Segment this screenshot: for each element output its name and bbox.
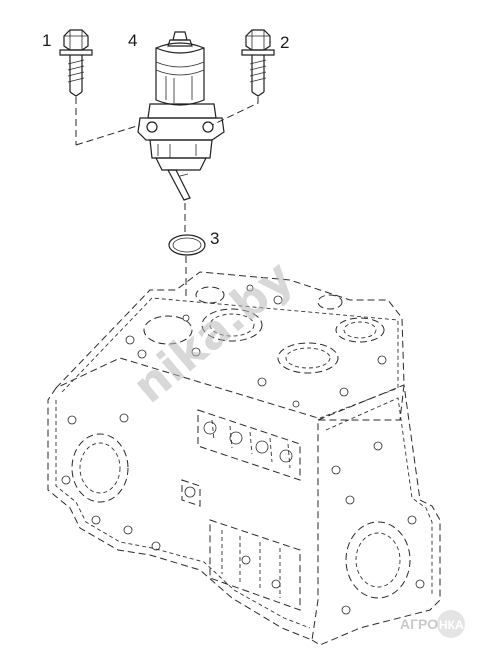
engine-block: [47, 271, 441, 646]
watermark: nika.by: [122, 250, 303, 414]
o-ring: [168, 234, 206, 300]
callout-1: 1: [42, 31, 51, 50]
callout-4: 4: [128, 31, 137, 50]
logo-circle: [437, 610, 465, 638]
bolt-left: [59, 29, 93, 145]
logo-text-right: НКА: [439, 618, 464, 632]
agronka-logo: АГРО НКА: [400, 610, 465, 638]
bolt-right: [211, 29, 275, 126]
solenoid: [75, 31, 225, 232]
callout-3: 3: [210, 229, 219, 248]
logo-text-left: АГРО: [400, 616, 438, 632]
callout-2: 2: [280, 33, 289, 52]
